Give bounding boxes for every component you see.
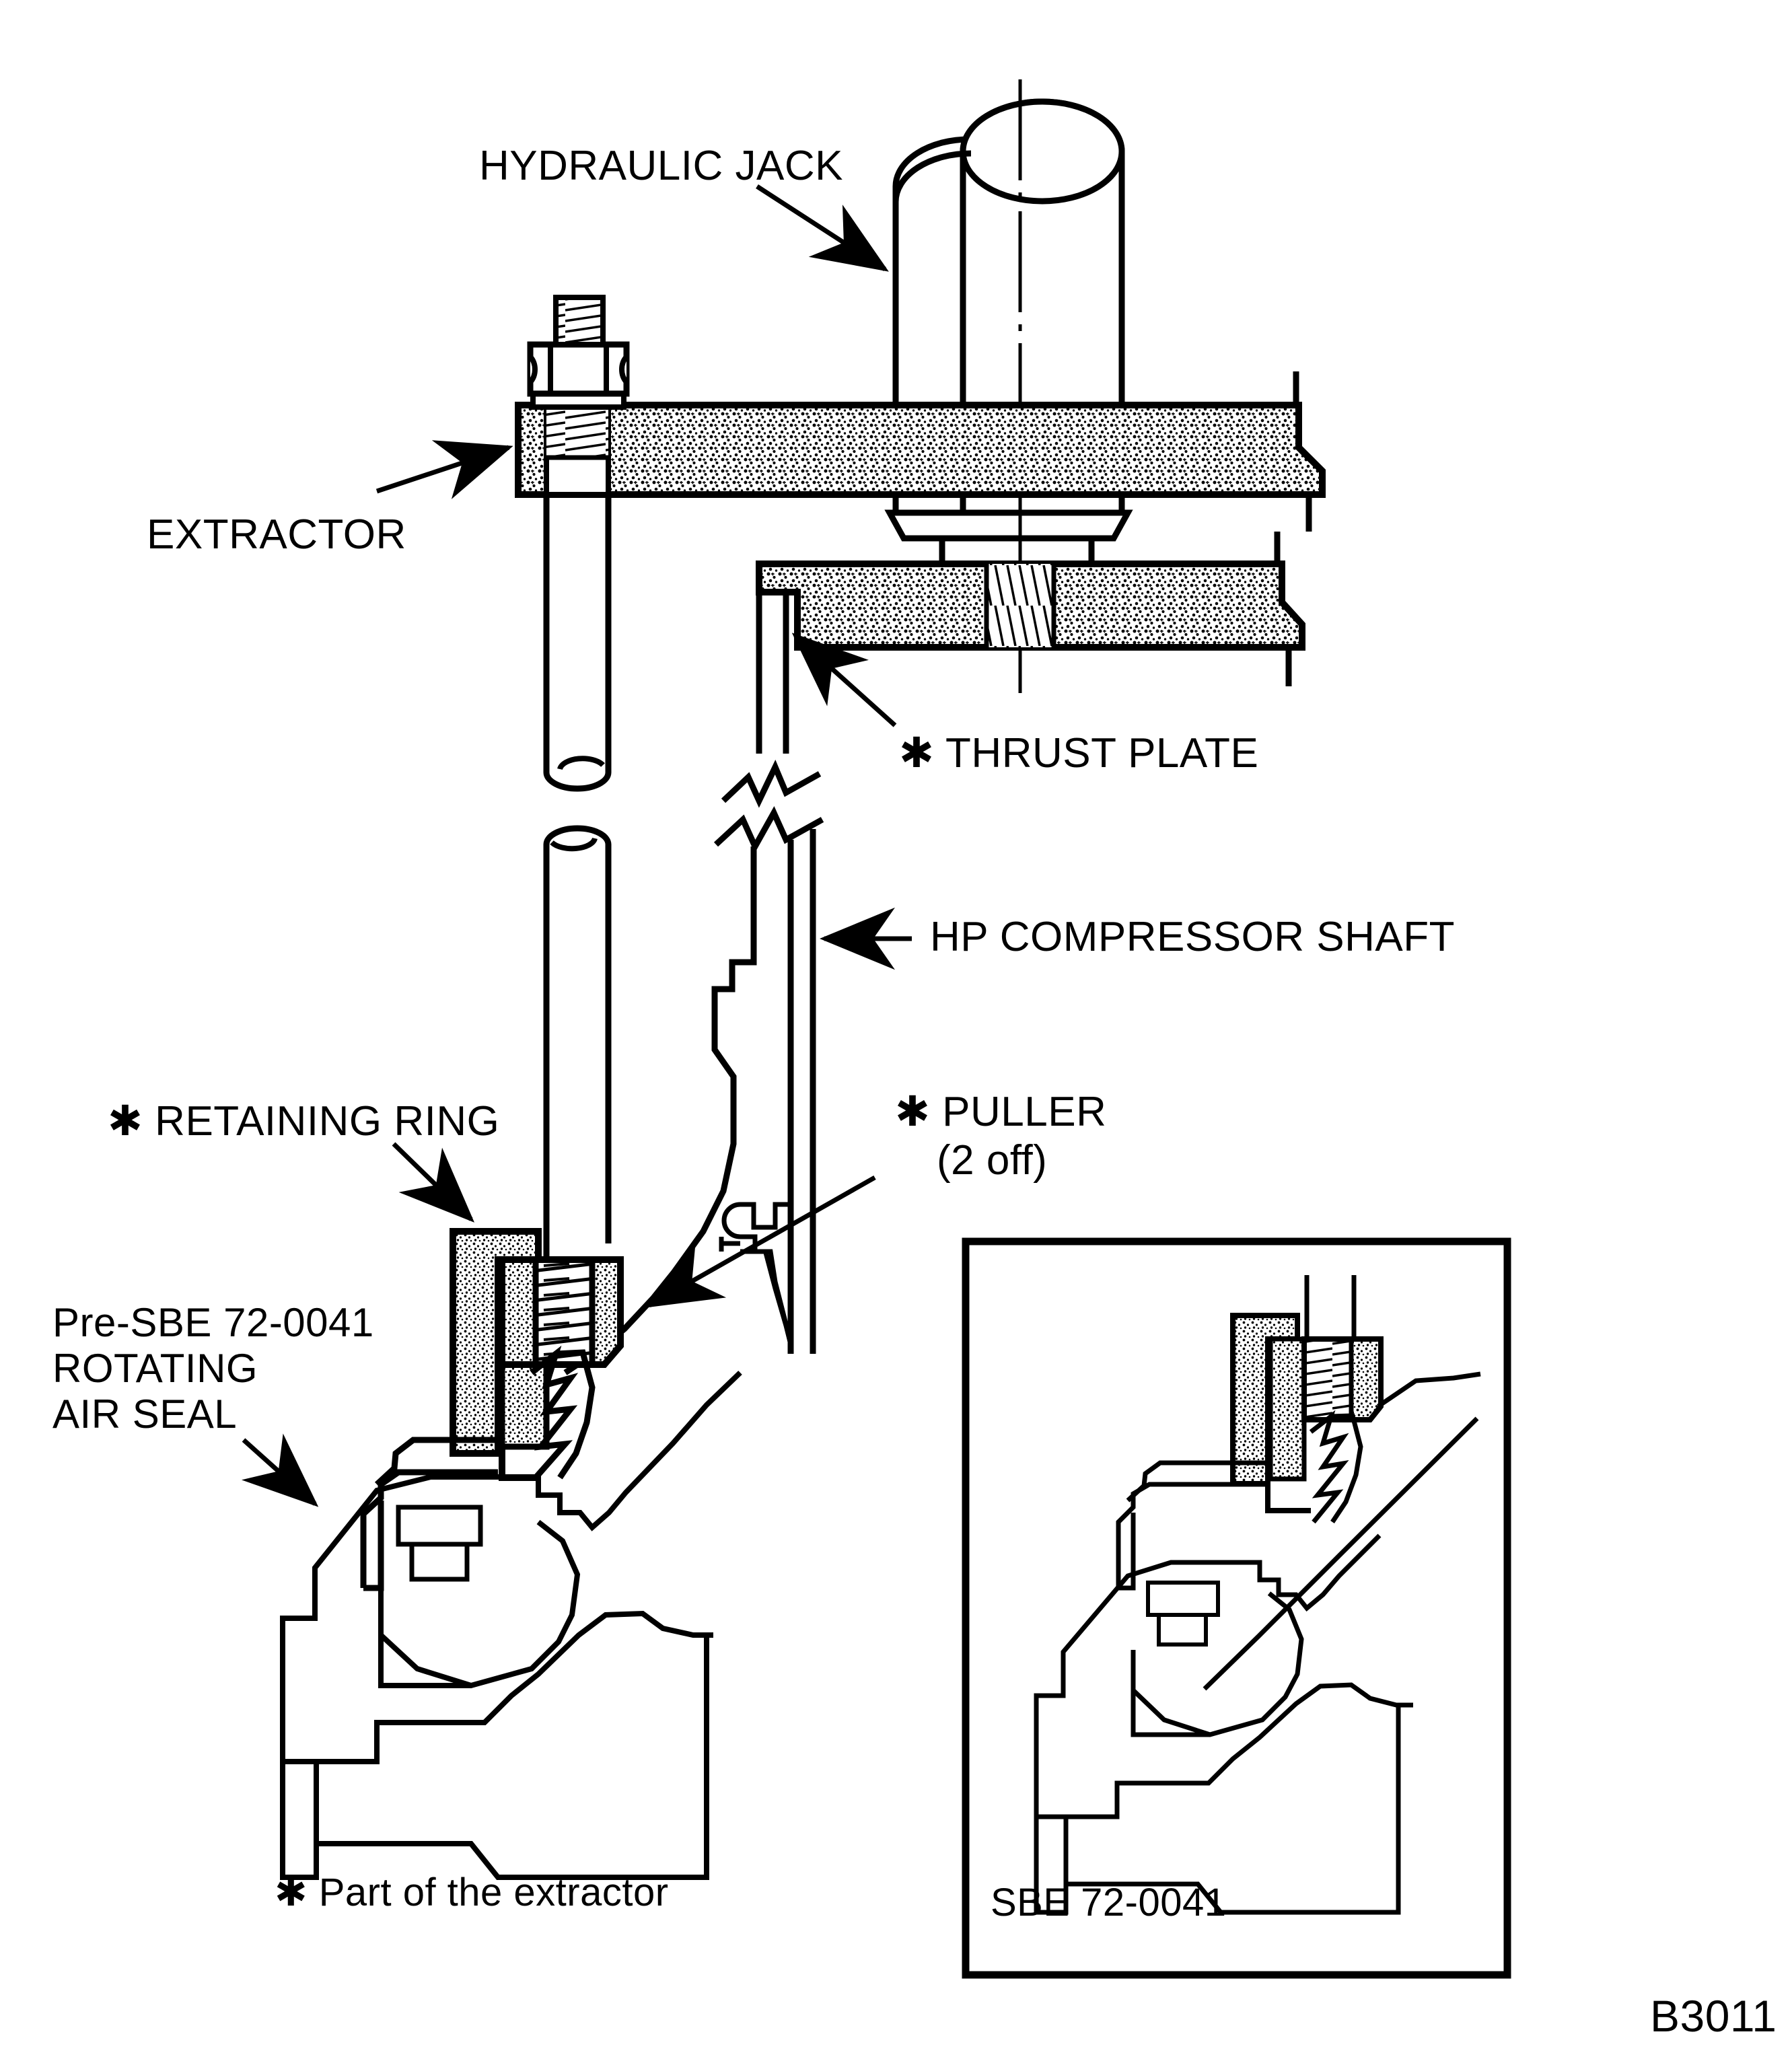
inset-panel	[962, 1237, 1511, 1979]
label-air-seal-line3: AIR SEAL	[52, 1391, 238, 1437]
hp-compressor-shaft-upper	[721, 592, 822, 808]
thrust-plate	[756, 532, 1305, 686]
leader-puller	[645, 1175, 876, 1308]
extractor-rod-upper	[543, 495, 612, 792]
leader-extractor	[375, 440, 513, 499]
shaft-drive-arm	[719, 1202, 793, 1345]
leader-thrust-plate	[791, 632, 897, 727]
hp-compressor-shaft-lower	[563, 806, 824, 1375]
extractor-rod-lower	[543, 825, 612, 1262]
label-air-seal-line2: ROTATING	[52, 1346, 258, 1391]
label-puller-qty: (2 off)	[937, 1137, 1048, 1184]
figure-reference-number: B3011	[1650, 1991, 1777, 2041]
label-extractor: EXTRACTOR	[147, 511, 406, 558]
label-puller: ✱ PULLER	[895, 1089, 1107, 1135]
hydraulic-jack-body	[884, 98, 1133, 590]
label-air-seal-line1: Pre-SBE 72-0041	[52, 1300, 374, 1345]
leader-hydraulic-jack	[756, 184, 889, 272]
retaining-ring	[450, 1228, 550, 1457]
extractor-nut-and-bolt	[527, 295, 630, 410]
label-retaining-ring: ✱ RETAINING RING	[108, 1098, 500, 1145]
puller	[499, 1256, 624, 1368]
leader-retaining-ring	[392, 1142, 475, 1223]
label-hydraulic-jack: HYDRAULIC JACK	[479, 143, 843, 189]
footnote-part-of-extractor: ✱ Part of the extractor	[275, 1871, 669, 1914]
inset-caption: SBE 72-0041	[991, 1881, 1227, 1924]
label-hp-compressor-shaft: HP COMPRESSOR SHAFT	[930, 914, 1456, 960]
label-thrust-plate: ✱ THRUST PLATE	[899, 730, 1259, 776]
extractor-crossbeam	[515, 371, 1326, 532]
leader-air-seal	[241, 1433, 319, 1507]
compressor-disc-main	[280, 1371, 742, 1880]
